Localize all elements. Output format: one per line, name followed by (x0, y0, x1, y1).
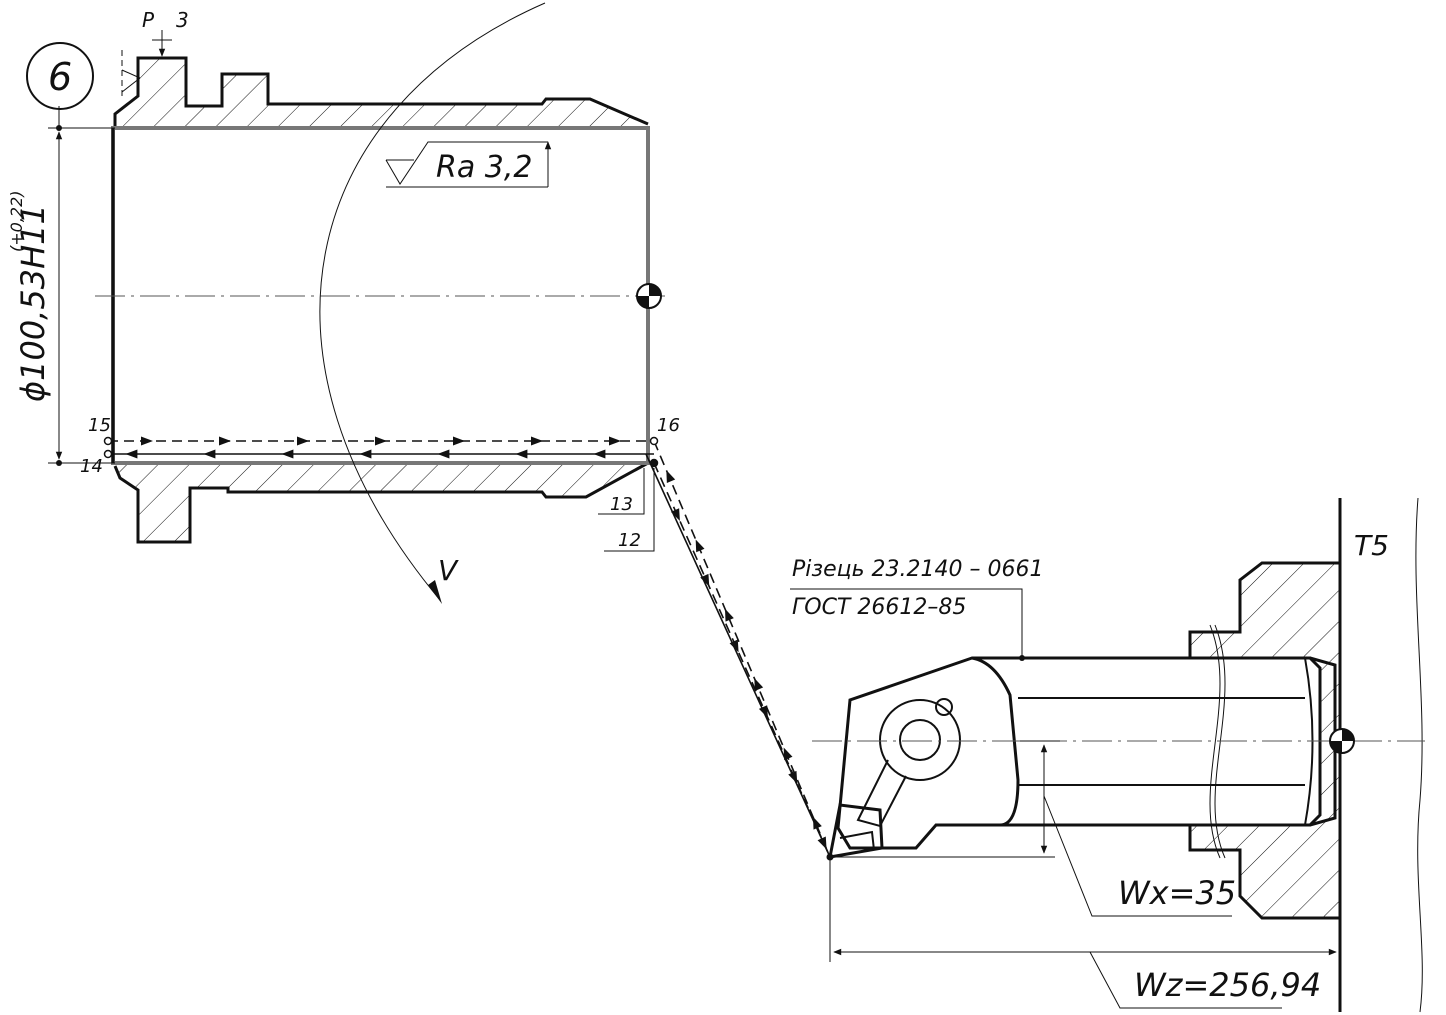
diameter-tolerance: (+0,22) (7, 190, 26, 252)
roughness-symbol (385, 141, 552, 188)
station-circle (26, 42, 94, 110)
path-arrow (593, 449, 606, 459)
path-arrow (453, 436, 465, 446)
path-arrow (359, 449, 372, 459)
tool-standard: ГОСТ 26612–85 (792, 595, 966, 620)
diameter-label: ϕ100,53H11 (14, 204, 52, 402)
boring-tool (790, 497, 1425, 1013)
roughness-label: Ra 3,2 (436, 150, 532, 185)
lower-wall-hatch (115, 463, 648, 542)
point-14: 14 (80, 456, 103, 477)
turret-label: T5 (1354, 529, 1389, 562)
path-arrow (788, 770, 798, 784)
path-arrow (729, 639, 739, 653)
wx-label: Wx=35 (1118, 874, 1236, 912)
surface-letter: P (142, 8, 155, 32)
surface-number: 3 (176, 8, 189, 32)
point-16: 16 (657, 415, 680, 436)
datum-symbol (636, 283, 662, 309)
diameter-dimension (48, 106, 115, 466)
path-arrow (141, 436, 153, 446)
path-arrow (375, 436, 387, 446)
upper-wall-hatch (115, 58, 648, 128)
lower-wall-outline (113, 461, 649, 544)
path-arrow (281, 449, 294, 459)
point-13: 13 (610, 494, 633, 515)
path-arrow (609, 436, 621, 446)
path-arrow (783, 747, 793, 761)
path-arrow (219, 436, 231, 446)
machined-bore (111, 126, 650, 465)
path-arrow (695, 539, 705, 553)
path-arrow (817, 836, 827, 850)
path-arrow (531, 436, 543, 446)
rotation-arc (319, 2, 546, 601)
wx-dimension (830, 740, 1232, 917)
upper-wall-outline (113, 56, 649, 128)
tool-name: Різець 23.2140 – 0661 (792, 557, 1044, 582)
path-arrow (297, 436, 309, 446)
velocity-label: V (438, 554, 459, 587)
path-arrow (670, 508, 680, 522)
point-15: 15 (88, 415, 111, 436)
path-arrow (437, 449, 450, 459)
path-arrow (515, 449, 528, 459)
path-arrow (666, 470, 676, 483)
station-number: 6 (48, 55, 72, 99)
wz-label: Wz=256,94 (1134, 966, 1321, 1004)
path-arrow (758, 705, 768, 719)
point-12: 12 (618, 530, 641, 551)
wz-dimension (829, 857, 1337, 1009)
path-arrow (812, 816, 822, 830)
tool-path-arrows (125, 436, 827, 850)
path-arrow (754, 678, 764, 691)
workpiece (95, 50, 670, 544)
path-arrow (203, 449, 216, 459)
path-arrow (724, 608, 734, 622)
path-arrow (125, 449, 138, 459)
path-points (103, 436, 834, 861)
path-arrow (700, 573, 710, 587)
tool-path (108, 440, 831, 858)
